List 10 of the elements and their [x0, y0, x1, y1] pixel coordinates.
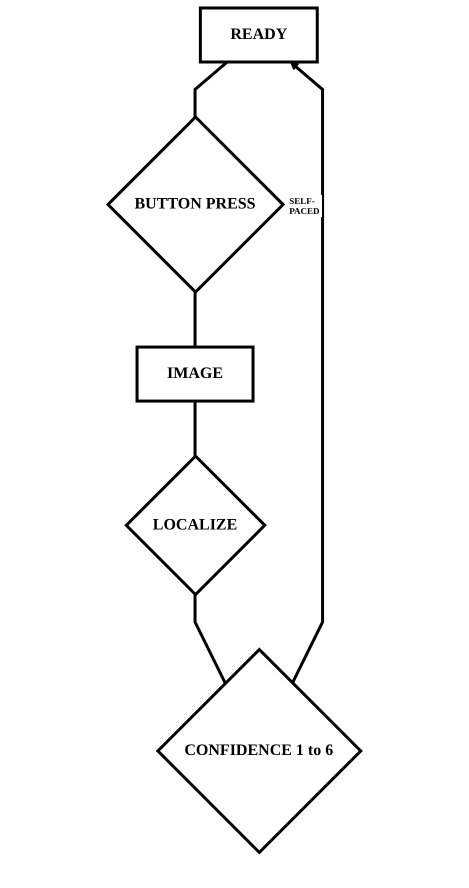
side-note: SELF- PACED	[287, 194, 322, 217]
node-box	[198, 6, 319, 64]
arrow	[290, 62, 324, 684]
connector	[194, 401, 197, 456]
connector	[194, 594, 227, 684]
node-box	[136, 346, 255, 403]
connector	[194, 292, 197, 348]
node-diamond	[124, 454, 268, 597]
node-diamond	[156, 647, 363, 855]
node-diamond	[106, 114, 286, 294]
